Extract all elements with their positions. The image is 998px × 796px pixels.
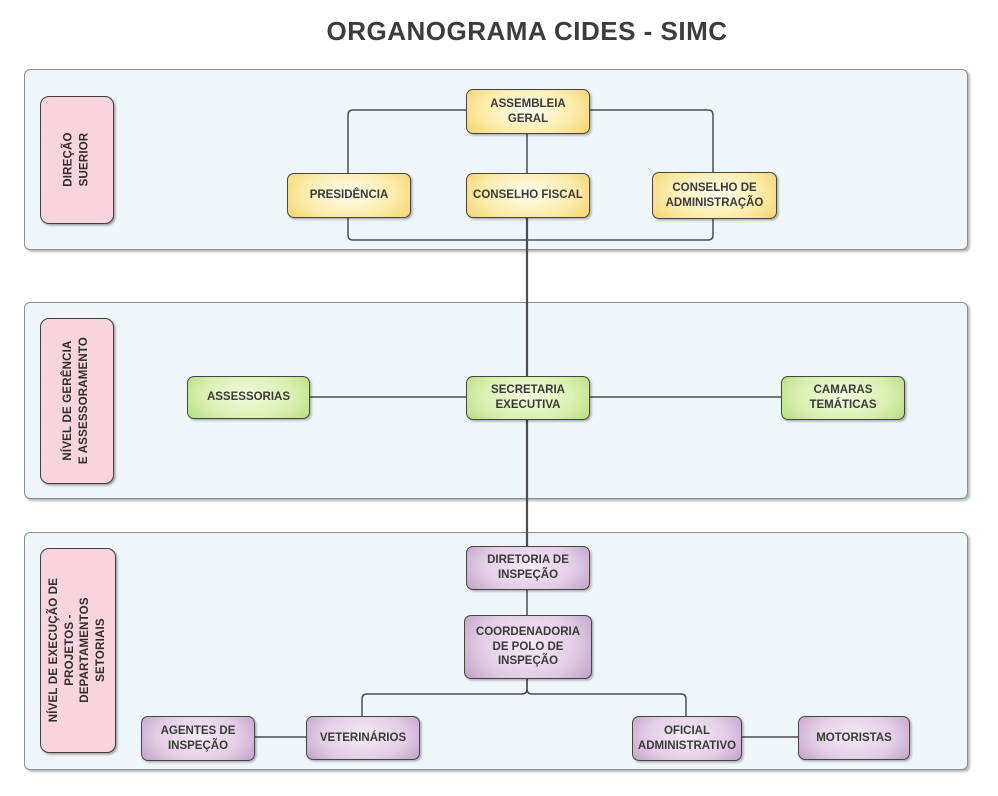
node-veterinarios: VETERINÁRIOS — [306, 716, 420, 760]
node-label: CONSELHO FISCAL — [473, 189, 583, 202]
node-label: VETERINÁRIOS — [319, 731, 407, 744]
section-label-text: NÍVEL DE EXECUÇÃO DE PROJETOS - DEPARTAM… — [47, 578, 107, 723]
section-label-nivel-gerencia: NÍVEL DE GERÊNCIA E ASSESSORAMENTO — [40, 318, 114, 484]
node-label: CONSELHO DE ADMINISTRAÇÃO — [665, 181, 764, 209]
node-label: OFICIAL ADMINISTRATIVO — [637, 724, 737, 752]
node-label: CAMARAS TEMÁTICAS — [809, 384, 877, 411]
section-label-direcao-superior: DIREÇÃO SUERIOR — [40, 96, 114, 224]
node-camaras-tematicas: CAMARAS TEMÁTICAS — [781, 376, 905, 420]
node-coordenadoria-de-polo: COORDENADORIA DE POLO DE INSPEÇÃO — [464, 615, 592, 679]
node-label: ASSESSORIAS — [206, 391, 291, 404]
node-conselho-de-administracao: CONSELHO DE ADMINISTRAÇÃO — [652, 172, 777, 219]
node-oficial-administrativo: OFICIAL ADMINISTRATIVO — [632, 716, 742, 761]
node-assembleia-geral: ASSEMBLEIA GERAL — [466, 89, 590, 134]
node-presidencia: PRESIDÊNCIA — [287, 173, 411, 218]
node-assessorias: ASSESSORIAS — [187, 376, 310, 419]
node-label: PRESIDÊNCIA — [309, 189, 389, 202]
node-conselho-fiscal: CONSELHO FISCAL — [466, 173, 590, 218]
page-title: ORGANOGRAMA CIDES - SIMC — [326, 16, 728, 46]
section-label-nivel-execucao: NÍVEL DE EXECUÇÃO DE PROJETOS - DEPARTAM… — [40, 548, 116, 753]
section-label-text: NÍVEL DE GERÊNCIA E ASSESSORAMENTO — [62, 337, 91, 465]
section-label-text: DIREÇÃO SUERIOR — [62, 132, 90, 188]
node-label: DIRETORIA DE INSPEÇÃO — [487, 554, 569, 581]
node-diretoria-de-inspecao: DIRETORIA DE INSPEÇÃO — [466, 546, 590, 590]
node-motoristas: MOTORISTAS — [798, 716, 910, 760]
node-label: SECRETARIA EXECUTIVA — [491, 384, 565, 411]
node-label: ASSEMBLEIA GERAL — [490, 97, 566, 125]
node-agentes-de-inspecao: AGENTES DE INSPEÇÃO — [141, 716, 255, 761]
node-label: COORDENADORIA DE POLO DE INSPEÇÃO — [475, 625, 581, 668]
node-label: AGENTES DE INSPEÇÃO — [160, 724, 236, 752]
node-label: MOTORISTAS — [816, 731, 892, 744]
node-secretaria-executiva: SECRETARIA EXECUTIVA — [466, 376, 590, 420]
